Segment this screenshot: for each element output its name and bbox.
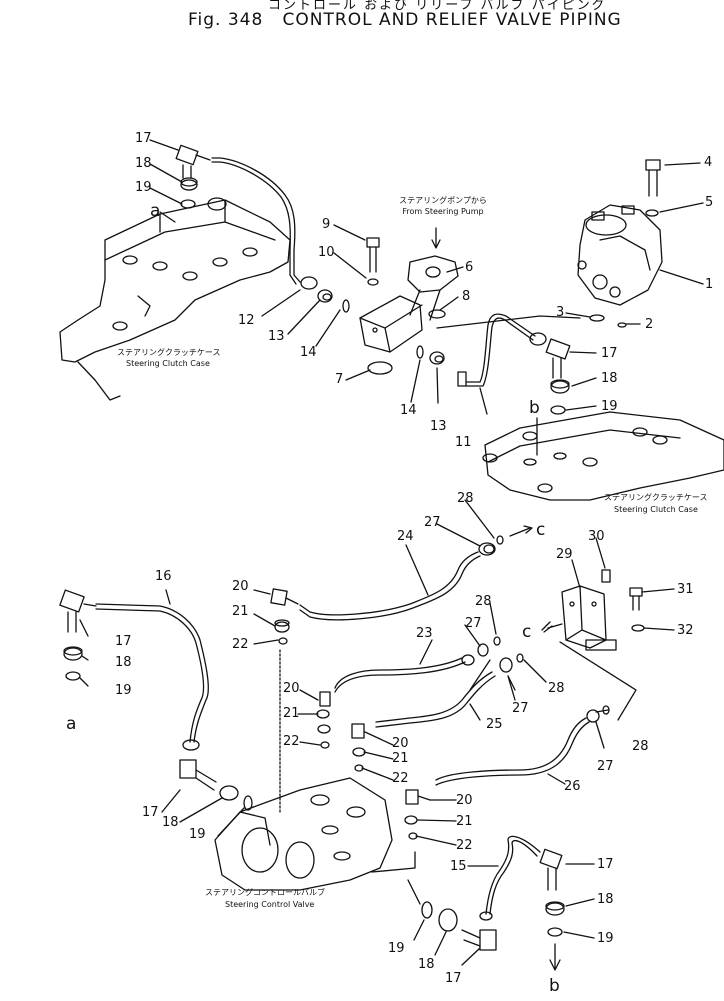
callout-22c: 22 (392, 771, 409, 786)
callout-19c: 19 (115, 683, 132, 698)
callout-29: 29 (556, 547, 573, 562)
callout-7: 7 (335, 372, 344, 387)
callout-31: 31 (677, 582, 694, 597)
steering-clutch-case-left (59, 199, 291, 401)
callout-17b: 17 (601, 346, 618, 361)
callout-17c: 17 (115, 634, 132, 649)
callout-22d: 22 (456, 838, 473, 853)
callout-5: 5 (705, 195, 714, 210)
callout-18e: 18 (597, 892, 614, 907)
callout-19b: 19 (601, 399, 618, 414)
callout-20: 20 (232, 579, 249, 594)
callout-10: 10 (318, 245, 335, 260)
callout-17d: 17 (142, 805, 159, 820)
callout-11: 11 (455, 435, 472, 450)
title-japanese: コントロール および リリーフ バルブ パイピング (268, 0, 607, 13)
callout-22: 22 (232, 637, 249, 652)
callout-18d: 18 (162, 815, 179, 830)
callout-18: 18 (135, 156, 152, 171)
figure-number: Fig. 348 (188, 10, 264, 30)
case-left-label-en: Steering Clutch Case (126, 359, 210, 368)
callout-20d: 20 (456, 793, 473, 808)
callout-a2: a (66, 714, 77, 734)
callout-21c: 21 (392, 751, 409, 766)
callout-17e: 17 (597, 857, 614, 872)
callout-13: 13 (268, 329, 285, 344)
steering-control-valve (214, 777, 393, 891)
callout-16: 16 (155, 569, 172, 584)
callout-14: 14 (300, 345, 317, 360)
case-right-label-jp: ステアリングクラッチケース (604, 493, 708, 502)
figure-caption: CONTROL AND RELIEF VALVE PIPING (282, 10, 622, 30)
callout-25: 25 (486, 717, 503, 732)
callout-2: 2 (645, 317, 654, 332)
callout-c: c (536, 520, 546, 540)
pipe-16 (95, 603, 209, 743)
callout-28: 28 (457, 491, 474, 506)
callout-20c: 20 (392, 736, 409, 751)
pump-label-en: From Steering Pump (402, 207, 484, 216)
pipe-11 (465, 313, 536, 383)
pipe-24 (299, 551, 479, 616)
callout-19: 19 (135, 180, 152, 195)
flange-block-6 (359, 255, 459, 353)
callout-32: 32 (677, 623, 694, 638)
callout-21d: 21 (456, 814, 473, 829)
callout-21: 21 (232, 604, 249, 619)
callout-18f: 18 (418, 957, 435, 972)
callout-b2: b (549, 976, 560, 996)
callout-4: 4 (704, 155, 713, 170)
callout-28d: 28 (632, 739, 649, 754)
figure-title: Fig. 348 CONTROL AND RELIEF VALVE PIPING (188, 10, 622, 30)
steering-clutch-case-right (482, 411, 724, 501)
callout-18b: 18 (601, 371, 618, 386)
callout-28c: 28 (548, 681, 565, 696)
callout-21b: 21 (283, 706, 300, 721)
callout-28b: 28 (475, 594, 492, 609)
callout-8: 8 (462, 289, 471, 304)
relief-valve-1 (577, 204, 663, 306)
pipe-23 (334, 657, 463, 689)
pipe-12 (211, 157, 301, 283)
case-left-label-jp: ステアリングクラッチケース (117, 348, 221, 357)
pump-label-jp: ステアリングポンプから (399, 196, 487, 205)
pipe-25 (375, 671, 493, 723)
callout-a: a (150, 201, 161, 221)
callout-c2: c (522, 622, 532, 642)
callout-27: 27 (424, 515, 441, 530)
callout-22b: 22 (283, 734, 300, 749)
callout-20b: 20 (283, 681, 300, 696)
callout-19f: 19 (388, 941, 405, 956)
callout-24: 24 (397, 529, 414, 544)
callout-30: 30 (588, 529, 605, 544)
callout-23: 23 (416, 626, 433, 641)
callout-17: 17 (135, 131, 152, 146)
callout-6: 6 (465, 260, 474, 275)
valve-body-29 (561, 585, 617, 651)
callout-13b: 13 (430, 419, 447, 434)
pipe-26 (435, 717, 587, 781)
callout-9: 9 (322, 217, 331, 232)
callout-b: b (529, 398, 540, 418)
callout-17f: 17 (445, 971, 462, 986)
callout-19d: 19 (189, 827, 206, 842)
valve-label-en: Steering Control Valve (225, 900, 315, 909)
callout-27b: 27 (465, 616, 482, 631)
callout-27c: 27 (512, 701, 529, 716)
valve-label-jp: ステアリングコントロールバルブ (205, 888, 325, 897)
pipe-15 (485, 835, 541, 915)
fitting-17-top-left (175, 144, 211, 179)
callout-18c: 18 (115, 655, 132, 670)
callout-1: 1 (705, 277, 714, 292)
callout-27d: 27 (597, 759, 614, 774)
callout-12: 12 (238, 313, 255, 328)
callout-19e: 19 (597, 931, 614, 946)
callout-14b: 14 (400, 403, 417, 418)
callout-26: 26 (564, 779, 581, 794)
callout-15: 15 (450, 859, 467, 874)
case-right-label-en: Steering Clutch Case (614, 505, 698, 514)
callout-3: 3 (556, 305, 565, 320)
